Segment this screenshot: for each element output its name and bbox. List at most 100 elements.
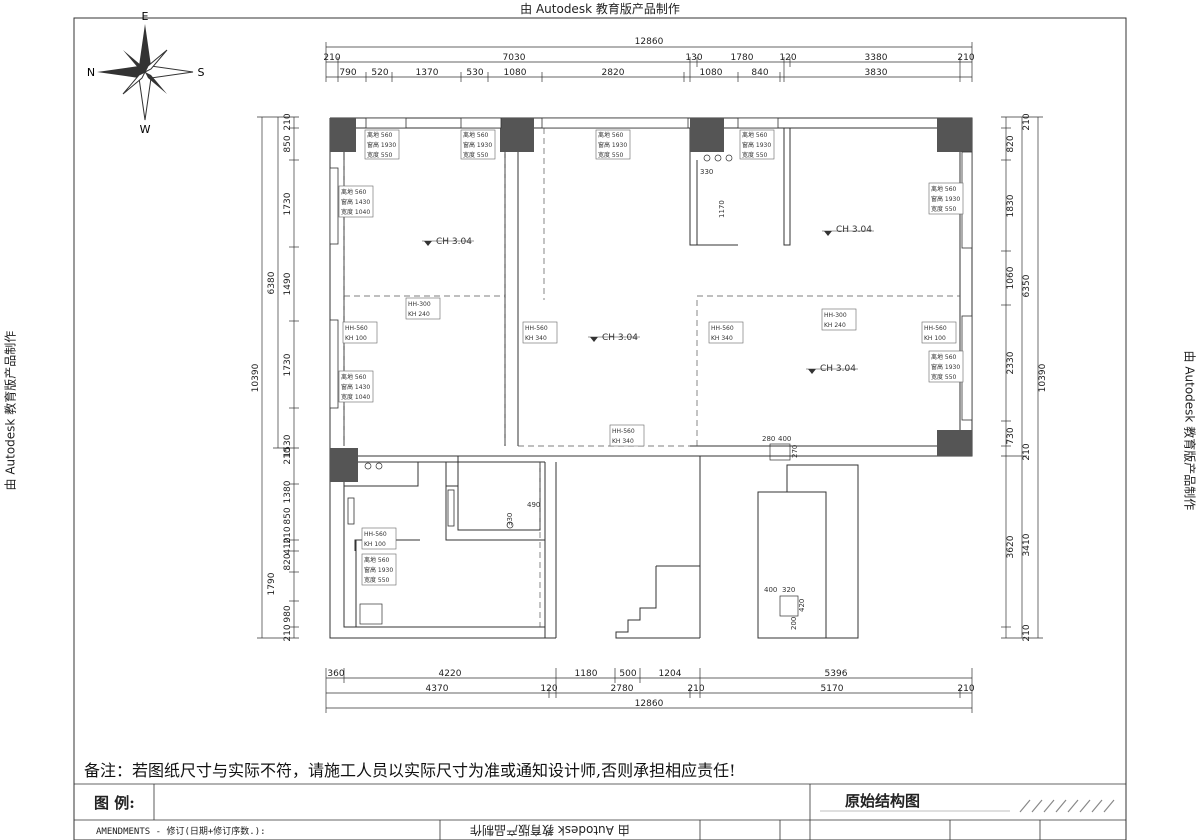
dim-right-mid-0: 6350 [1022, 274, 1032, 297]
wtag-0-b: 窗高 1930 [367, 141, 396, 149]
dim-top-r1-5: 3380 [865, 53, 888, 63]
wtag-2-a: 离地 560 [598, 131, 624, 139]
wtag-2-c: 宽度 550 [598, 151, 624, 159]
dim-left-0: 210 [283, 113, 293, 130]
dim-left-8: 850 [283, 507, 293, 524]
wtag-4-c: 宽度 1040 [341, 208, 370, 216]
sdim-5: 400 [778, 435, 791, 443]
compass-e: E [142, 10, 149, 23]
btag-0-a: HH-300 [408, 301, 431, 308]
dim-top-r2-1: 520 [371, 68, 388, 78]
dim-top-r2-4: 1080 [504, 68, 527, 78]
btag-3-b: KH 340 [711, 335, 733, 342]
top-dimension-lines [325, 42, 973, 82]
amendments-label: AMENDMENTS - 修订(日期+修订序数.): [96, 827, 266, 837]
dim-right-2: 1830 [1006, 194, 1016, 217]
wtag-5-c: 宽度 1040 [341, 393, 370, 401]
btag-4-b: KH 240 [824, 322, 846, 329]
sdim-4: 280 [762, 435, 775, 443]
dim-right-8: 210 [1022, 624, 1032, 641]
title-hatch-icon [1019, 799, 1115, 813]
ch-marker-icon [590, 337, 598, 342]
dim-left-11: 1790 [267, 572, 277, 595]
footer-table [74, 783, 1126, 840]
dim-top-r1-2: 130 [685, 53, 702, 63]
wtag-1-b: 窗高 1930 [463, 141, 492, 149]
sheet-border [73, 17, 1127, 840]
dim-bot-r2-0: 4370 [426, 684, 449, 694]
btag-7-a: HH-560 [364, 531, 387, 538]
wtag-4-a: 离地 560 [341, 188, 367, 196]
wtag-3-c: 宽度 550 [742, 151, 768, 159]
dim-bot-r1-0: 360 [327, 669, 344, 679]
dim-left-1: 850 [283, 135, 293, 152]
top-dimension-text: 12860 210 7030 130 1780 120 3380 210 790… [323, 37, 974, 78]
wtag-0-a: 离地 560 [367, 131, 393, 139]
dim-top-overall: 12860 [635, 37, 664, 47]
right-dimension-lines [1001, 116, 1043, 639]
dim-left-13: 980 [283, 605, 293, 622]
sdim-8: 320 [782, 586, 795, 594]
btag-6-b: KH 340 [612, 438, 634, 445]
dim-top-r2-3: 530 [466, 68, 483, 78]
dim-left-6: 210 [283, 447, 293, 464]
dim-right-6: 210 [1022, 443, 1032, 460]
dim-top-r2-2: 1370 [416, 68, 439, 78]
window-tag-text: 离地 560 窗高 1930 宽度 550 离地 560 窗高 1930 宽度 … [341, 131, 960, 584]
wtag-3-a: 离地 560 [742, 131, 768, 139]
ch-3: CH 3.04 [820, 364, 856, 374]
sdim-2: 490 [527, 501, 540, 509]
legend-label: 图 例: [94, 794, 135, 812]
dim-top-r1-0: 210 [323, 53, 340, 63]
sdim-10: 200 [790, 617, 798, 630]
walls [329, 117, 973, 639]
ch-0: CH 3.04 [436, 237, 472, 247]
wtag-1-c: 宽度 550 [463, 151, 489, 159]
sdim-6: 270 [791, 445, 799, 458]
dim-top-r2-6: 1080 [700, 68, 723, 78]
btag-2-a: HH-560 [525, 325, 548, 332]
dim-left-14: 210 [283, 624, 293, 641]
btag-3-a: HH-560 [711, 325, 734, 332]
ch-marker-icon [824, 231, 832, 236]
dim-bot-overall: 12860 [635, 699, 664, 709]
dim-right-5: 730 [1006, 427, 1016, 444]
compass-w: W [140, 123, 151, 136]
dim-left-7: 1380 [283, 480, 293, 503]
left-dimension-lines [257, 116, 299, 639]
ch-marker-icon [808, 369, 816, 374]
btag-1-a: HH-560 [345, 325, 368, 332]
ch-2: CH 3.04 [836, 225, 872, 235]
compass-icon: E W N S [87, 10, 205, 136]
wtag-6-a: 离地 560 [931, 185, 957, 193]
wtag-7-a: 离地 560 [931, 353, 957, 361]
btag-6-a: HH-560 [612, 428, 635, 435]
wtag-6-c: 宽度 550 [931, 205, 957, 213]
dim-bot-r2-2: 2780 [611, 684, 634, 694]
dim-top-r1-4: 120 [779, 53, 796, 63]
sdim-3: 330 [506, 513, 514, 526]
dim-right-4: 2330 [1006, 351, 1016, 374]
watermark-bottom: 由 Autodesk 教育版产品制作 [470, 823, 630, 837]
dim-bot-r1-3: 500 [619, 669, 636, 679]
sdim-0: 330 [700, 168, 713, 176]
beam-lines [343, 128, 960, 627]
dim-left-mid: 6380 [267, 271, 277, 294]
dim-top-r1-6: 210 [957, 53, 974, 63]
wtag-6-b: 窗高 1930 [931, 195, 960, 203]
dim-top-r2-7: 840 [751, 68, 768, 78]
dim-bot-r1-1: 4220 [439, 669, 462, 679]
wtag-3-b: 窗高 1930 [742, 141, 771, 149]
dim-left-12: 820 [283, 553, 293, 570]
wtag-8-b: 窗高 1930 [364, 566, 393, 574]
wtag-1-a: 离地 560 [463, 131, 489, 139]
ch-marker-icon [424, 241, 432, 246]
dim-left-outer: 10390 [251, 363, 261, 392]
bottom-dimension-text: 360 4220 1180 500 1204 5396 4370 120 278… [327, 669, 974, 709]
btag-1-b: KH 100 [345, 335, 367, 342]
compass-s: S [198, 66, 205, 79]
wtag-2-b: 窗高 1930 [598, 141, 627, 149]
dim-right-0: 210 [1022, 113, 1032, 130]
